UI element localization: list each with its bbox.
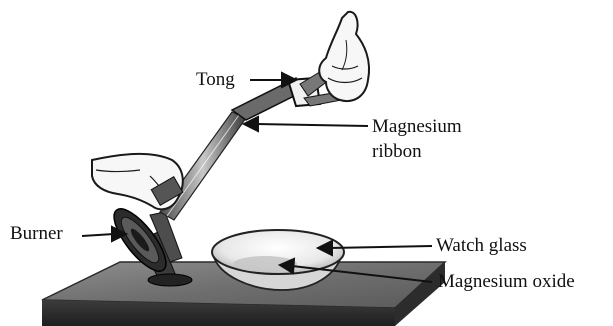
- label-magnesium-ribbon-line1: Magnesium: [372, 116, 462, 137]
- upper-hand: [319, 12, 369, 101]
- label-magnesium-ribbon-line2: ribbon: [372, 141, 422, 162]
- lower-hand: [92, 154, 183, 209]
- label-watch-glass: Watch glass: [436, 236, 527, 255]
- label-magnesium-ribbon: Magnesium ribbon: [372, 114, 502, 164]
- label-burner: Burner: [10, 224, 63, 243]
- label-magnesium-oxide: Magnesium oxide: [438, 272, 575, 291]
- label-tong: Tong: [196, 70, 235, 89]
